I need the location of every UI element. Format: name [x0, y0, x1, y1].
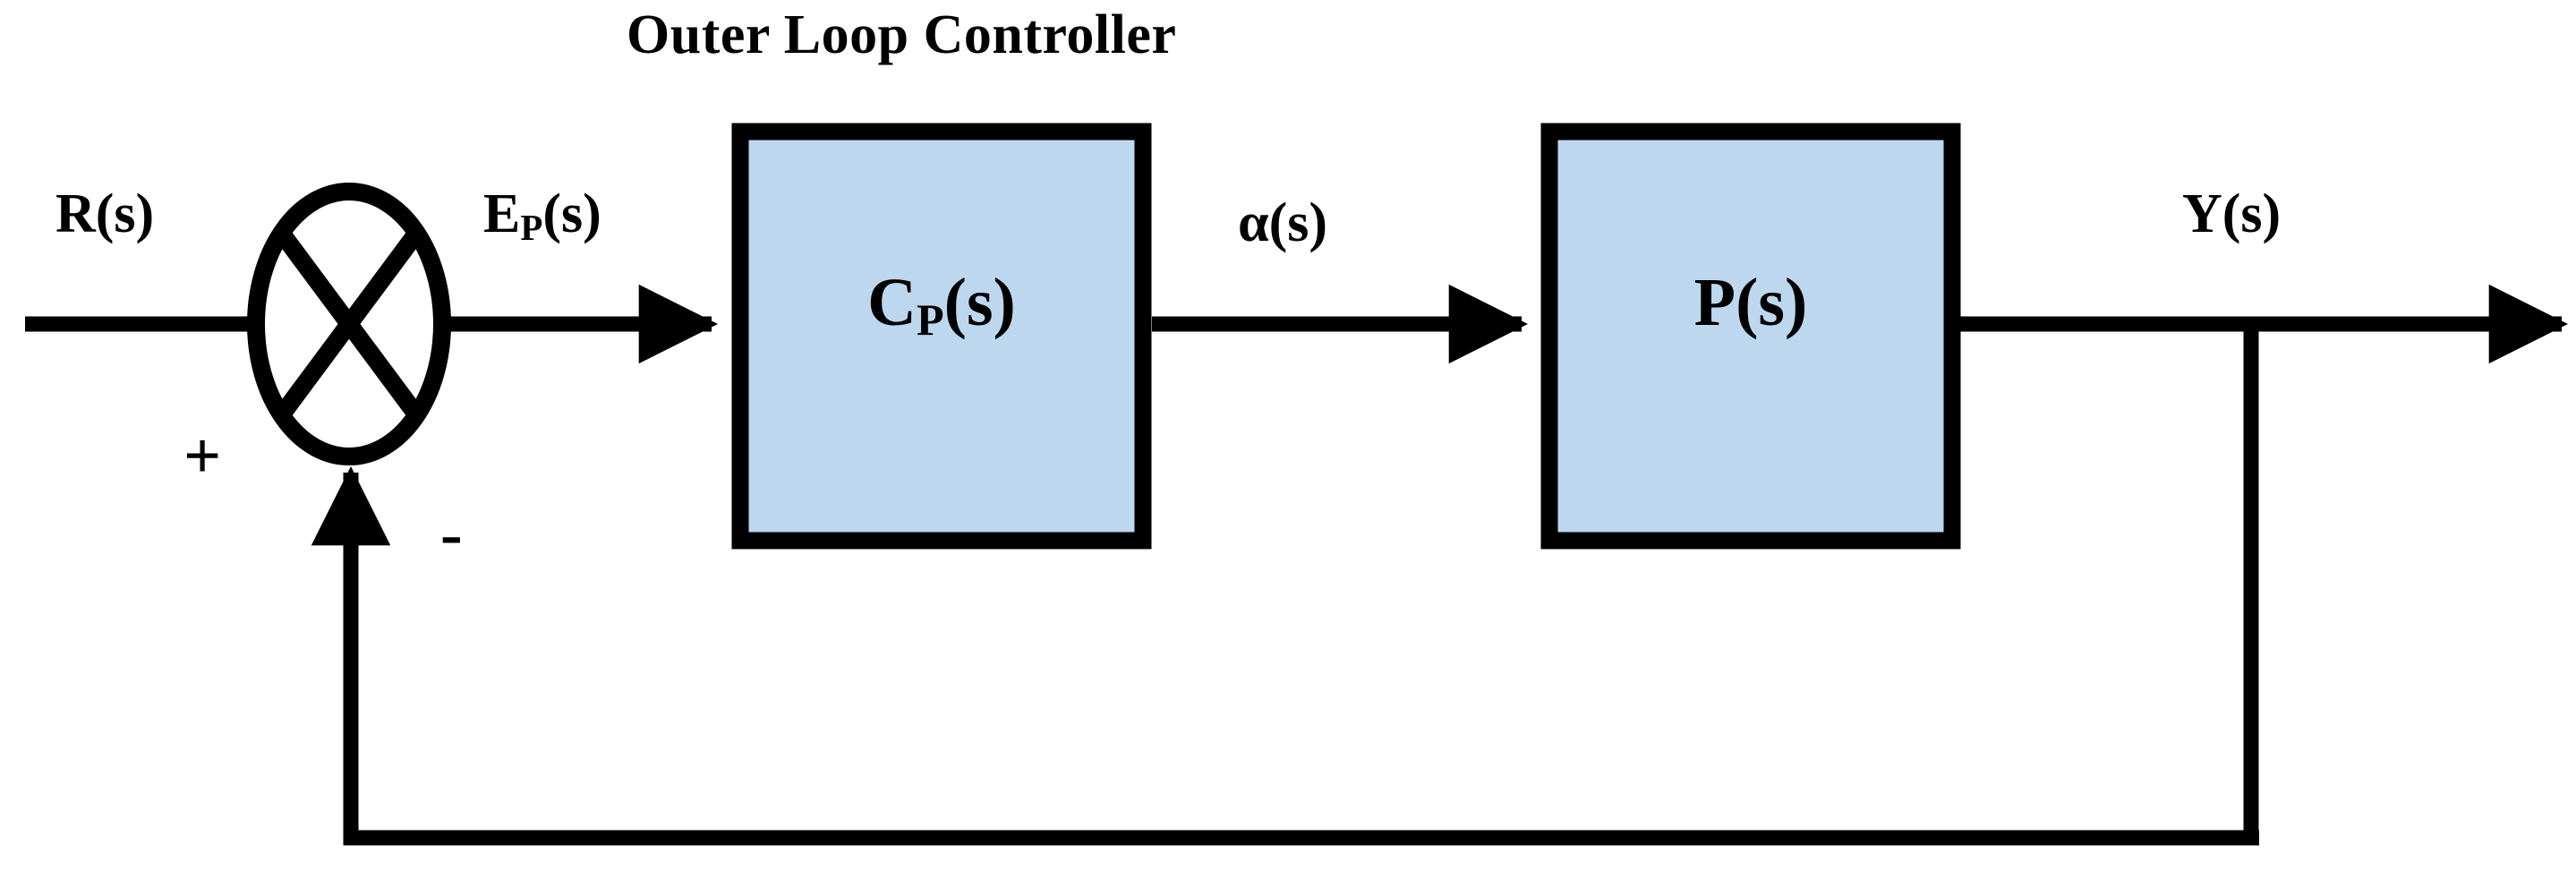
summing-junction — [247, 183, 451, 465]
signal-label-error-main: E — [483, 183, 521, 244]
summing-junction-plus-sign: + — [183, 420, 222, 493]
signal-label-reference-input: R(s) — [55, 183, 155, 244]
block-controller-label-subscript: P — [917, 294, 944, 345]
block-plant-label-suffix: (s) — [1736, 265, 1808, 340]
signal-label-error-suffix: (s) — [542, 183, 601, 244]
signal-label-control-output: α(s) — [1238, 192, 1328, 253]
summing-junction-minus-sign: - — [440, 498, 463, 571]
block-controller-label-suffix: (s) — [943, 265, 1016, 340]
block-plant-label-main: P — [1693, 265, 1736, 340]
feedback-path — [311, 324, 2259, 846]
block-controller-label-main: C — [867, 265, 917, 340]
block-plant[interactable] — [1540, 123, 1961, 550]
summing-junction-cross-stroke-b — [271, 225, 427, 423]
signal-label-error: EP(s) — [483, 186, 601, 247]
block-controller[interactable] — [731, 123, 1152, 550]
signal-label-plant-output: Y(s) — [2182, 183, 2282, 244]
block-plant-label: P(s) — [1541, 269, 1960, 337]
page-title: Outer Loop Controller — [627, 4, 1177, 65]
signal-label-error-subscript: P — [520, 208, 543, 248]
block-controller-label: CP(s) — [732, 269, 1151, 342]
